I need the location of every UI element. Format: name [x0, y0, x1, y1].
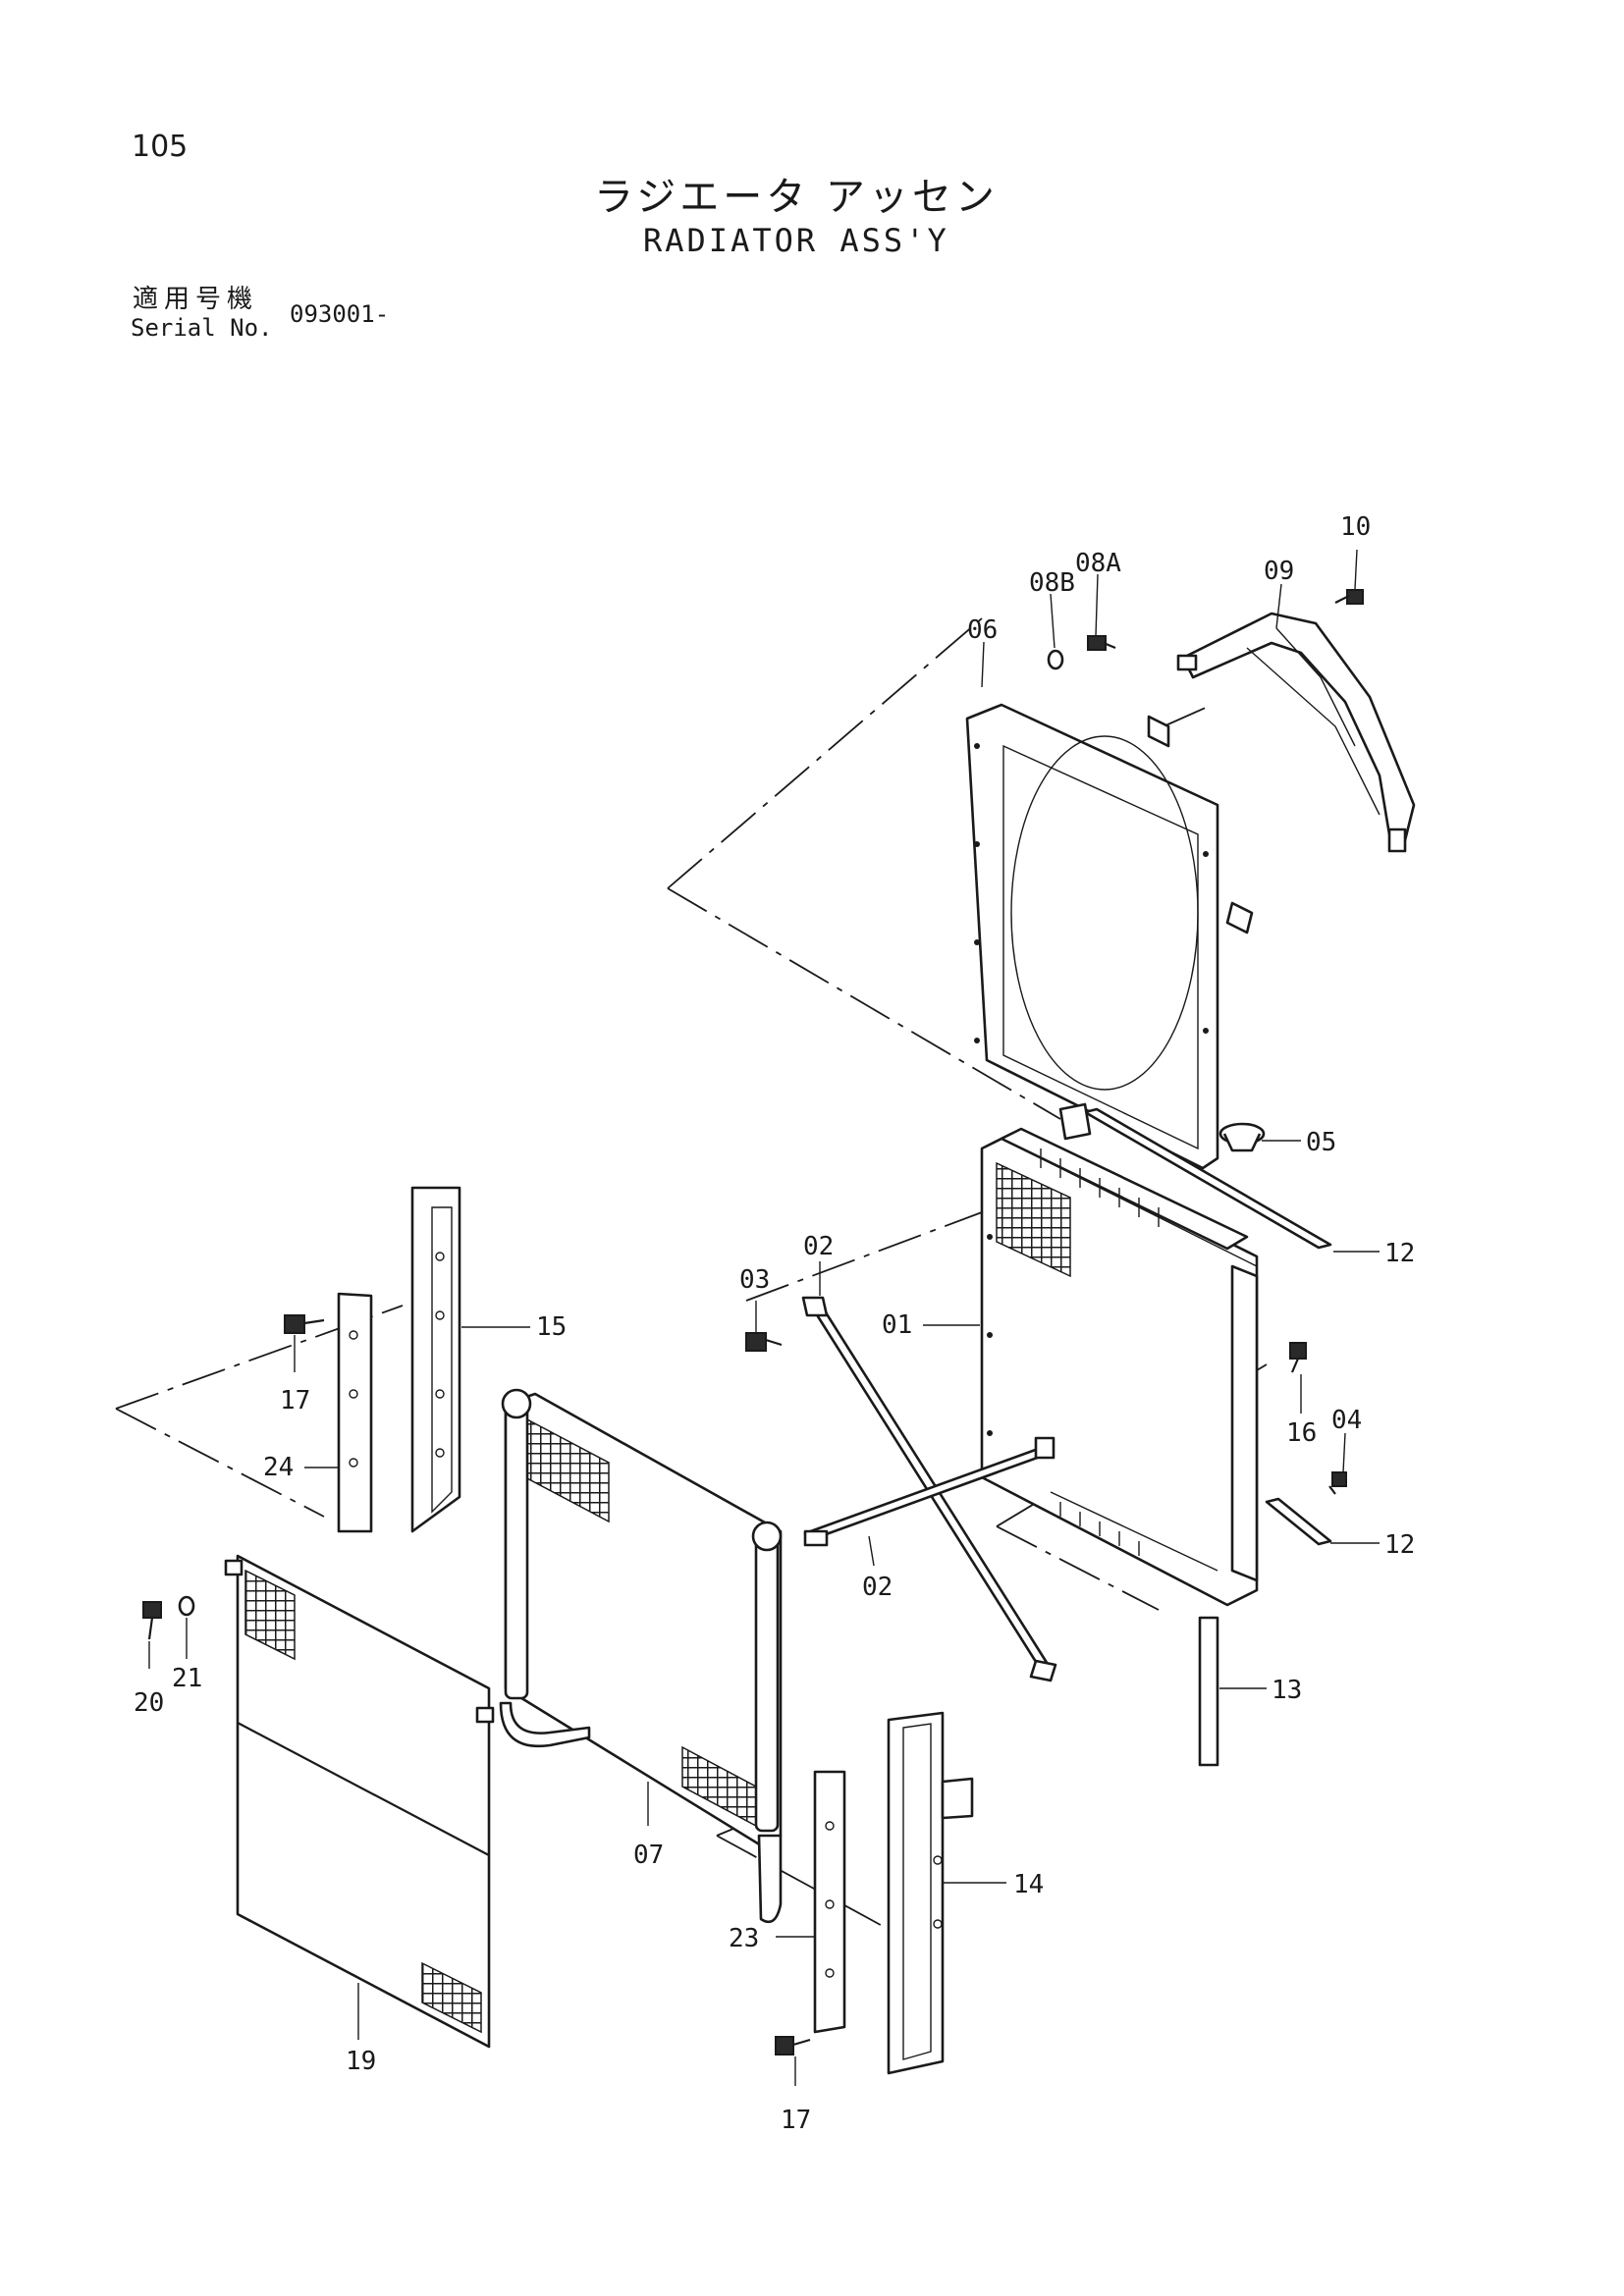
part-label-13: 13: [1272, 1676, 1302, 1705]
radiator-core: [980, 1102, 1259, 1607]
radiator-cap: [1218, 1122, 1266, 1152]
plate-bolt-upper: [284, 1314, 325, 1334]
page-number: 105: [132, 130, 189, 164]
shroud-bolt: [1087, 635, 1116, 651]
stay-bolt: [745, 1332, 783, 1352]
drain-fitting: [1328, 1471, 1347, 1495]
part-number-labels: 06 08B 08A 09 10 05 12 02 03 01 15 17 16…: [134, 512, 1415, 2135]
side-bracket-left: [410, 1186, 461, 1533]
radiator-bolt: [1289, 1342, 1307, 1373]
shroud-washer: [1047, 649, 1064, 670]
support-stay-short: [803, 1436, 1056, 1547]
part-label-10: 10: [1340, 512, 1371, 542]
part-label-01: 01: [882, 1310, 912, 1340]
part-label-16: 16: [1286, 1418, 1317, 1448]
part-label-06: 07: [633, 1841, 664, 1870]
screen-panel: [224, 1554, 495, 2049]
screen-washer: [178, 1595, 195, 1617]
fan-guard: [1176, 612, 1416, 853]
serial-label-japanese: 適用号機: [133, 285, 259, 314]
part-label-08A: 08A: [1075, 549, 1121, 578]
part-label-07: 06: [967, 615, 998, 645]
part-label-04: 04: [1331, 1406, 1362, 1435]
page-title-japanese: ラジエータ アッセン: [594, 175, 999, 220]
screen-bolt: [142, 1601, 162, 1640]
part-label-05: 05: [1306, 1128, 1336, 1157]
part-label-08B: 08B: [1029, 568, 1075, 598]
drain-hose: [1198, 1616, 1219, 1767]
part-label-12-lower: 12: [1384, 1530, 1415, 1560]
part-label-19: 19: [346, 2047, 376, 2076]
part-label-02-upper: 02: [803, 1232, 834, 1261]
plate-bolt-lower: [775, 2036, 811, 2056]
serial-number-value: 093001-: [290, 300, 390, 328]
seal-strip-upper: [1083, 1107, 1332, 1250]
part-label-09: 09: [1264, 557, 1294, 586]
part-label-17-upper: 17: [280, 1386, 310, 1415]
part-label-23: 23: [729, 1924, 759, 1953]
side-plate-left: [337, 1292, 373, 1533]
part-label-24: 24: [263, 1453, 294, 1482]
page-title-english: RADIATOR ASS'Y: [643, 222, 949, 259]
part-label-21: 21: [172, 1664, 202, 1693]
side-bracket-right: [887, 1711, 974, 2075]
part-label-12-upper: 12: [1384, 1239, 1415, 1268]
part-label-17-lower: 17: [781, 2106, 811, 2135]
guard-bolt: [1334, 589, 1364, 605]
part-label-20: 20: [134, 1688, 164, 1718]
seal-strip-lower: [1265, 1497, 1332, 1546]
part-label-15: 15: [536, 1312, 567, 1342]
part-label-02-lower: 02: [862, 1573, 893, 1602]
side-plate-right: [813, 1770, 846, 2034]
part-label-03: 03: [739, 1265, 770, 1295]
part-label-14: 14: [1013, 1870, 1044, 1899]
oil-cooler: [499, 1388, 783, 1924]
leader-lines: [148, 549, 1380, 2086]
fan-shroud: [965, 703, 1254, 1170]
serial-label-english: Serial No.: [131, 314, 273, 342]
